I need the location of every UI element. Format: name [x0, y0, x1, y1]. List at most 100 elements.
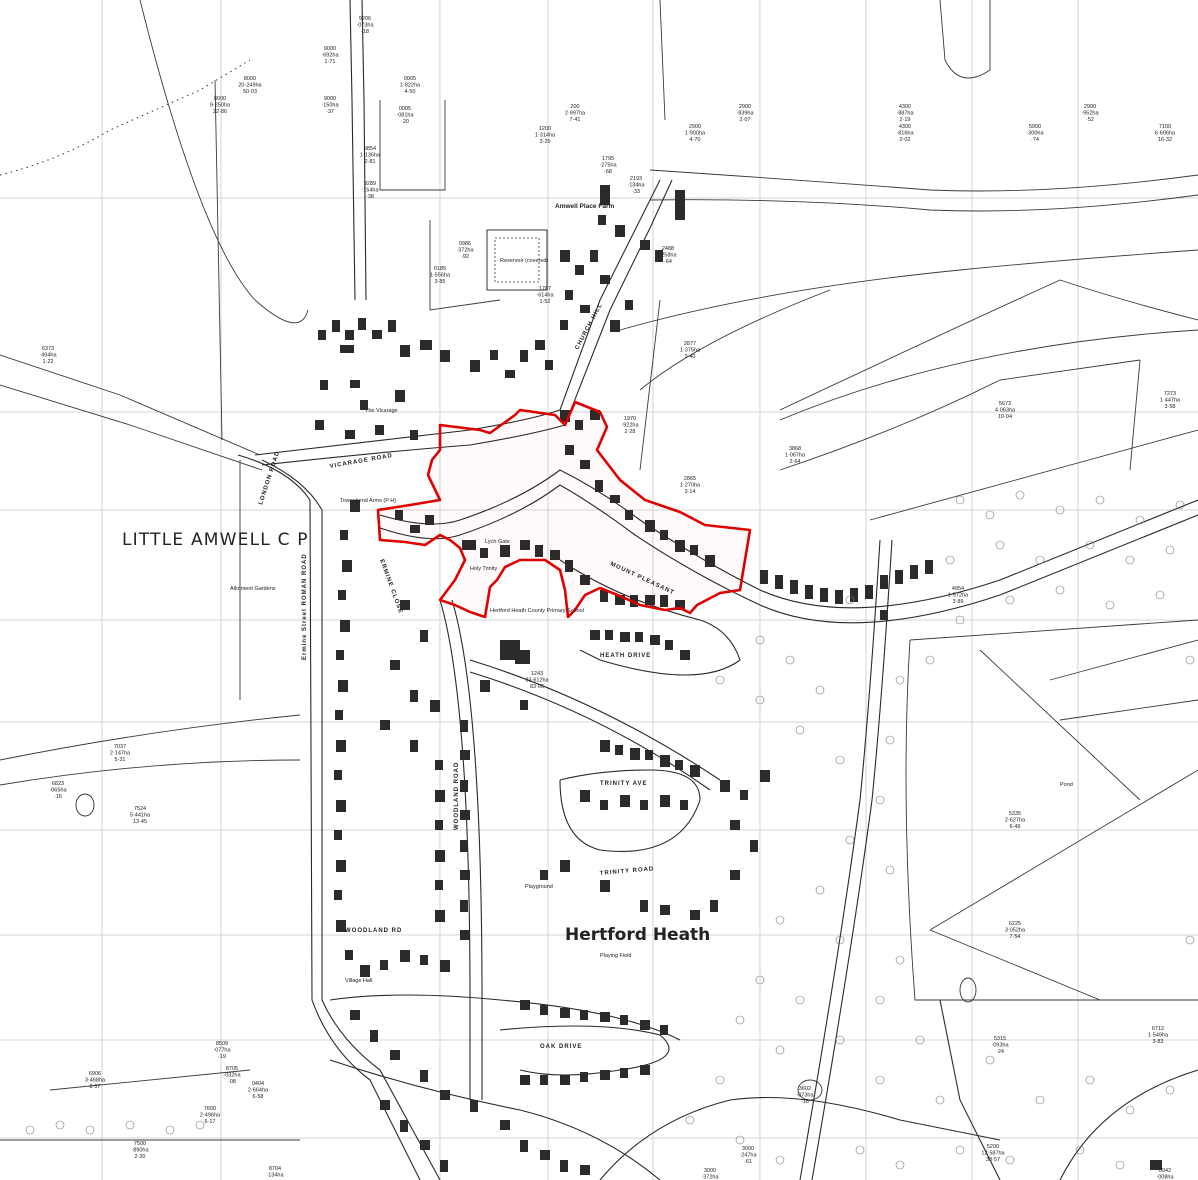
parcel-area: 1·136ha	[360, 153, 381, 159]
parcel-acres: ·68	[604, 169, 612, 175]
parcel-number: 3602	[799, 1086, 811, 1092]
parcel-label: 9289·154ha·38	[361, 181, 379, 200]
parcel-number: 6373	[42, 346, 54, 352]
parcel-acres: ·20	[401, 119, 409, 125]
road-trinity: TRINITY ROAD	[600, 866, 655, 877]
parcel-area: 1·572ha	[948, 593, 969, 599]
parcel-area: 3·468ha	[85, 1078, 106, 1084]
parish-label: LITTLE AMWELL C P	[122, 530, 309, 550]
parcel-acres: 2·19	[899, 117, 910, 123]
parcel-label: 9206·073ha·18	[356, 16, 374, 35]
parcel-area: 1·556ha	[430, 273, 451, 279]
parcel-area: 1·314ha	[535, 133, 556, 139]
parcel-acres: ·19	[218, 1054, 226, 1060]
parcel-area: ·300ha	[1026, 131, 1044, 137]
parcel-number: 2488	[662, 246, 674, 252]
parcel-number: 5335	[1009, 811, 1021, 817]
parcel-area: ·692ha	[321, 53, 339, 59]
parcel-number: 0042	[1159, 1168, 1171, 1174]
parcel-number: 6712	[1152, 1026, 1164, 1032]
parcel-acres: 22·86	[213, 109, 227, 115]
conservation-area-boundary[interactable]	[376, 400, 752, 619]
parcel-number: 200	[570, 104, 579, 110]
parcel-acres: 1·71	[324, 59, 335, 65]
parcel-number: 1795	[602, 156, 614, 162]
parcel-acres: 2·20	[134, 1154, 145, 1160]
parcel-area: ·614ha	[536, 293, 554, 299]
parcel-acres: ·64	[664, 259, 672, 265]
parcel-number: 0005	[399, 106, 411, 112]
parcel-number: 2877	[684, 341, 696, 347]
road-oak-drive: OAK DRIVE	[540, 1044, 582, 1050]
parcel-area: ·093ha	[991, 1043, 1009, 1049]
parcel-number: 8000	[244, 76, 256, 82]
parcel-area: 1·375ha	[680, 348, 701, 354]
parcel-number: 8000	[214, 96, 226, 102]
parcel-number: 7600	[204, 1106, 216, 1112]
parcel-number: 9000	[324, 46, 336, 52]
parcel-area: ·275ha	[599, 163, 617, 169]
parcel-acres: 83·06	[530, 684, 544, 690]
parcel-number: 8509	[216, 1041, 228, 1047]
parcel-area: ·372ha	[701, 1175, 719, 1180]
parcel-acres: 3·85	[434, 279, 445, 285]
parcel-area: 2·627ha	[1005, 818, 1026, 824]
road-ermine: Ermine Street ROMAN ROAD	[302, 553, 308, 660]
parcel-label: 8704·134ha	[266, 1166, 284, 1179]
parcel-number: 0005	[404, 76, 416, 82]
parcel-number: 3868	[789, 446, 801, 452]
parcel-label: 3602·073ha·18	[796, 1086, 814, 1105]
parcel-acres: 2·81	[364, 159, 375, 165]
parcel-number: 1970	[624, 416, 636, 422]
parcel-label: 9000·150ha·37	[321, 96, 339, 115]
place-farm: Amwell Place Farm	[555, 203, 614, 210]
parcel-area: ·372ha	[456, 248, 474, 254]
parcel-area: 4·063ha	[995, 408, 1016, 414]
parcel-label: 5315·093ha·24	[991, 1036, 1009, 1055]
woodland-symbols	[25, 490, 1195, 1170]
parcel-area: 3·052ha	[1005, 928, 1026, 934]
parcel-area: 2·997ha	[565, 111, 586, 117]
parcel-acres: 4·70	[689, 137, 700, 143]
buildings	[315, 185, 1162, 1175]
parcel-acres: ·08	[228, 1079, 236, 1085]
parcel-acres: 33·57	[986, 1157, 1000, 1163]
parish-boundary	[0, 59, 251, 176]
parcel-number: 9289	[364, 181, 376, 187]
place-lych-gate: Lych Gate	[485, 539, 510, 545]
parcel-number: 0404	[252, 1081, 264, 1087]
parcel-number: 7037	[114, 744, 126, 750]
parcel-acres: 8·57	[89, 1084, 100, 1090]
parcel-area: 5·441ha	[130, 813, 151, 819]
parcel-area: 6·606ha	[1155, 131, 1176, 137]
parcel-acres: ·16	[54, 794, 62, 800]
parcel-number: 9854	[364, 146, 376, 152]
parcel-area: ·134ha	[266, 1173, 284, 1179]
parcel-number: 7273	[1164, 391, 1176, 397]
parcel-label: 6823·065ha·16	[49, 781, 67, 800]
parcel-acres: ·24	[996, 1049, 1004, 1055]
parcel-area: 2·496ha	[200, 1113, 221, 1119]
parcel-number: 7500	[134, 1141, 146, 1147]
place-village-hall: Village Hall	[345, 978, 372, 984]
parcel-area: 2·147ha	[110, 751, 131, 757]
road-london: LONDON ROAD	[258, 450, 281, 505]
parcel-number: 9000	[324, 96, 336, 102]
parcel-area: 1·822ha	[400, 83, 421, 89]
